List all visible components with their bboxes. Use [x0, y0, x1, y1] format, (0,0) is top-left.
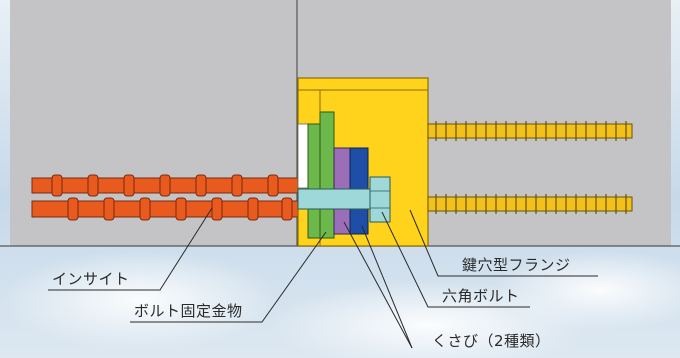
bolt-bracket — [307, 111, 335, 239]
gap-plate — [297, 123, 309, 189]
rebar-lower — [31, 197, 299, 221]
label-keyhole-flange: 鍵穴型フランジ — [462, 256, 571, 274]
leader-bolt-bracket — [130, 231, 327, 323]
label-hex-bolt: 六角ボルト — [442, 287, 520, 305]
leader-keyhole-flange — [409, 209, 598, 277]
label-wedge: くさび（2種類） — [432, 332, 551, 350]
leader-wedge — [343, 221, 413, 349]
leader-wedge-2 — [361, 225, 413, 349]
rebar-upper — [31, 174, 299, 197]
label-insight: インサイト — [52, 270, 130, 288]
anchor-rod-upper — [427, 121, 633, 141]
label-bolt-bracket: ボルト固定金物 — [134, 302, 243, 320]
anchor-rod-lower — [427, 194, 633, 214]
hex-bolt — [297, 176, 391, 223]
leader-insight — [48, 207, 213, 291]
leader-hex-bolt — [381, 211, 530, 308]
